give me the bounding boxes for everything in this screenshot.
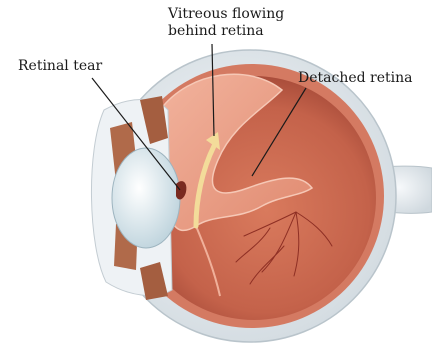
label-vitreous-flowing: Vitreous flowing behind retina [168,6,284,40]
label-detached-retina: Detached retina [298,70,412,87]
label-retinal-tear: Retinal tear [18,58,102,75]
label-vitreous-line2: behind retina [168,23,284,40]
lens [112,148,180,248]
label-vitreous-line1: Vitreous flowing [168,6,284,23]
